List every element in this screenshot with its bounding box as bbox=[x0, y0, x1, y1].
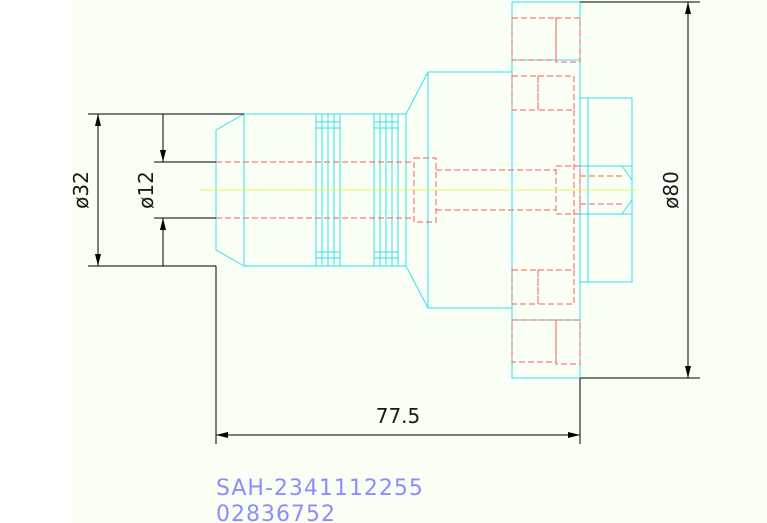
part-code: SAH-2341112255 bbox=[216, 476, 424, 501]
taper-top bbox=[405, 71, 512, 115]
dim-length-label: 77.5 bbox=[376, 404, 421, 428]
dim-outer-dia-label: ø32 bbox=[69, 171, 93, 209]
dimension-lines bbox=[88, 1, 700, 444]
part-number: 02836752 bbox=[216, 502, 336, 523]
hidden-lines bbox=[216, 17, 622, 365]
taper-bottom bbox=[405, 265, 512, 309]
dim-bore-dia-label: ø12 bbox=[134, 171, 158, 209]
dim-flange-dia-label: ø80 bbox=[659, 171, 683, 209]
